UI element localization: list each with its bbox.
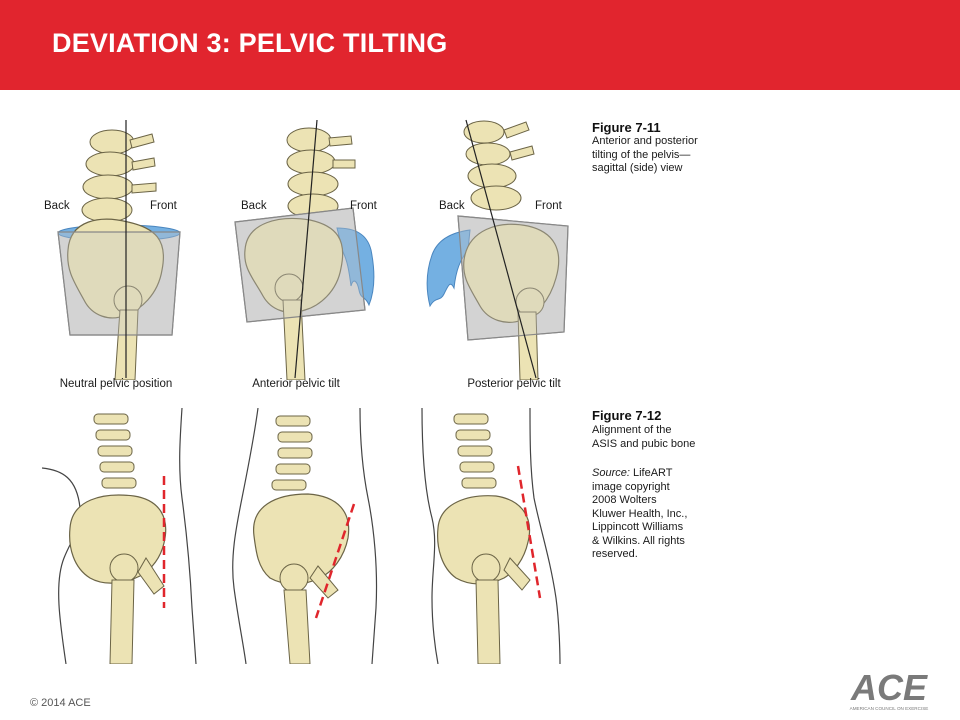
figure-7-11-desc-line: tilting of the pelvis— (592, 148, 691, 161)
neutral-pelvis-illustration (57, 120, 181, 380)
back-label-posterior: Back (439, 200, 465, 212)
front-label-anterior: Front (350, 200, 377, 212)
posterior-tilt-illustration (426, 119, 569, 380)
source-line: 2008 Wolters (592, 494, 657, 506)
figure-7-12-title: Figure 7-12 (592, 408, 662, 423)
logo-tagline: AMERICAN COUNCIL ON EXERCISE (850, 706, 929, 711)
source-line: & Wilkins. All rights (592, 534, 685, 547)
caption-anterior: Anterior pelvic tilt (252, 378, 340, 390)
logo-text: ACE (850, 668, 928, 708)
figure-7-11-title: Figure 7-11 (592, 120, 661, 135)
caption-posterior: Posterior pelvic tilt (467, 378, 561, 390)
figure-7-12-desc-line: Alignment of the (592, 424, 672, 436)
source-label: Source: (592, 467, 630, 479)
ace-logo: ACE AMERICAN COUNCIL ON EXERCISE (850, 668, 929, 711)
source-text: LifeART (629, 467, 673, 479)
figure-7-11-desc-line: sagittal (side) view (592, 162, 683, 174)
back-label-neutral: Back (44, 200, 70, 212)
figure-7-11-description: Anterior and posterior tilting of the pe… (592, 135, 698, 176)
front-label-posterior: Front (535, 200, 562, 212)
figure-7-12-desc-line: ASIS and pubic bone (592, 437, 696, 450)
source-line: image copyright (592, 480, 670, 493)
neutral-alignment-illustration (42, 408, 197, 664)
back-label-anterior: Back (241, 200, 267, 212)
source-line: Lippincott Williams (592, 521, 684, 533)
source-line: Kluwer Health, Inc., (592, 507, 688, 520)
figure-7-12-description: Alignment of the ASIS and pubic bone (592, 424, 695, 451)
page-title: DEVIATION 3: PELVIC TILTING (52, 28, 448, 58)
copyright-text: © 2014 ACE (30, 697, 91, 709)
anterior-tilt-illustration (234, 119, 375, 380)
header-bar: DEVIATION 3: PELVIC TILTING (0, 0, 960, 90)
posterior-alignment-illustration (421, 408, 561, 664)
anterior-alignment-illustration (232, 408, 378, 664)
figure-7-11-desc-line: Anterior and posterior (592, 135, 698, 147)
caption-neutral: Neutral pelvic position (59, 378, 173, 390)
source-line: reserved. (592, 548, 638, 560)
front-label-neutral: Front (150, 200, 177, 212)
source-line: Source: LifeART (592, 467, 687, 481)
figure-7-12-source: Source: LifeART image copyright 2008 Wol… (592, 467, 687, 562)
